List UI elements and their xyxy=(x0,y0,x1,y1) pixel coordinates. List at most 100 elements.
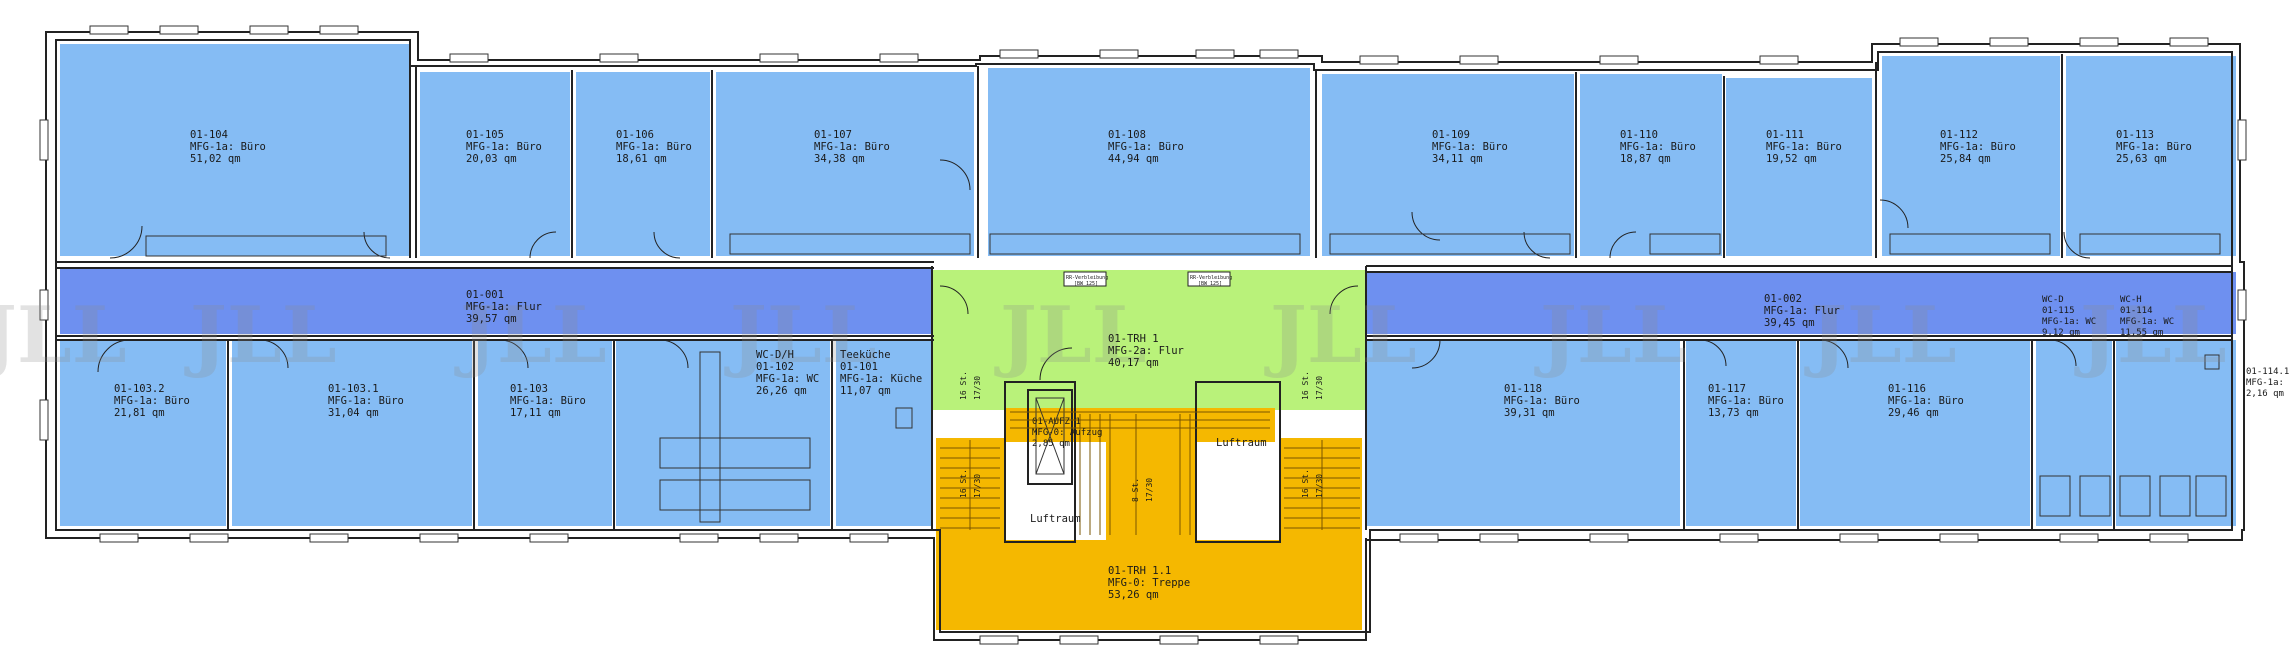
label-01-118: 01-118 MFG-1a: Büro 39,31 qm xyxy=(1504,383,1580,419)
landing-01-trh1-name: 01-TRH 1 xyxy=(1108,333,1159,345)
room-01-112-fill[interactable] xyxy=(1882,56,2060,256)
corridor-01-002-use: MFG-1a: Flur xyxy=(1764,305,1840,317)
room-01-114-1-name: 01-114.1 xyxy=(2246,367,2289,377)
room-01-111-fill[interactable] xyxy=(1726,78,1872,256)
label-01-115: WC-D 01-115 MFG-1a: WC 9,12 qm xyxy=(2042,295,2096,338)
room-01-103-2-fill[interactable] xyxy=(60,340,226,526)
room-01-108-fill[interactable] xyxy=(988,68,1310,256)
room-01-118-fill[interactable] xyxy=(1366,340,1680,526)
room-01-103-2-name: 01-103.2 xyxy=(114,383,165,395)
room-01-106-fill[interactable] xyxy=(576,72,710,256)
room-01-111-area: 19,52 qm xyxy=(1766,153,1817,165)
label-01-113: 01-113 MFG-1a: Büro 25,63 qm xyxy=(2116,129,2192,165)
room-01-101-title: Teeküche xyxy=(840,349,891,361)
label-01-107: 01-107 MFG-1a: Büro 34,38 qm xyxy=(814,129,890,165)
room-01-104-area: 51,02 qm xyxy=(190,153,241,165)
elevator-01-aufz1-use: MFG-0: Aufzug xyxy=(1032,428,1102,438)
windows xyxy=(39,25,2247,645)
room-01-102-use: MFG-1a: WC xyxy=(756,373,819,385)
room-01-116-fill[interactable] xyxy=(1800,340,2030,526)
luftraum-left: Luftraum xyxy=(1030,513,1081,525)
room-01-106-area: 18,61 qm xyxy=(616,153,667,165)
stair-mid-count: 8 St. xyxy=(1131,478,1140,502)
fixtures xyxy=(145,233,2227,523)
room-01-115-area: 9,12 qm xyxy=(2042,328,2080,338)
watermark-text-8: JLL xyxy=(1804,290,1957,381)
label-01-aufz1: 01-AUFZ 1 MFG-0: Aufzug 2,85 qm xyxy=(1032,417,1102,449)
label-01-101: Teeküche 01-101 MFG-1a: Küche 11,07 qm xyxy=(840,349,922,397)
landing-01-trh1-use: MFG-2a: Flur xyxy=(1108,345,1184,357)
label-01-002: 01-002 MFG-1a: Flur 39,45 qm xyxy=(1764,293,1840,329)
room-01-118-name: 01-118 xyxy=(1504,383,1542,395)
room-01-104-fill[interactable] xyxy=(60,44,410,256)
stair-left-rise-a: 17/30 xyxy=(973,376,982,400)
room-01-117-fill[interactable] xyxy=(1686,340,1796,526)
room-01-105-use: MFG-1a: Büro xyxy=(466,141,542,153)
room-01-107-use: MFG-1a: Büro xyxy=(814,141,890,153)
room-01-105-area: 20,03 qm xyxy=(466,153,517,165)
room-01-115-use: MFG-1a: WC xyxy=(2042,317,2096,327)
room-01-103-1-fill[interactable] xyxy=(232,340,472,526)
label-01-001: 01-001 MFG-1a: Flur 39,57 qm xyxy=(466,289,542,325)
label-01-trh1: 01-TRH 1 MFG-2a: Flur 40,17 qm xyxy=(1108,333,1184,369)
stair-01-trh11-fill[interactable] xyxy=(936,408,1362,630)
watermark-text-2: JLL xyxy=(184,290,337,381)
label-01-114-1: 01-114.1 MFG-1a: 2,16 qm xyxy=(2246,367,2289,399)
label-01-105: 01-105 MFG-1a: Büro 20,03 qm xyxy=(466,129,542,165)
room-01-106-use: MFG-1a: Büro xyxy=(616,141,692,153)
label-01-trh11: 01-TRH 1.1 MFG-0: Treppe 53,26 qm xyxy=(1108,565,1190,601)
room-01-105-fill[interactable] xyxy=(420,72,570,256)
stair-mid-treads xyxy=(1079,414,1191,535)
label-01-106: 01-106 MFG-1a: Büro 18,61 qm xyxy=(616,129,692,165)
room-01-107-name: 01-107 xyxy=(814,129,852,141)
room-01-107-fill[interactable] xyxy=(716,72,974,256)
room-01-103-name: 01-103 xyxy=(510,383,548,395)
stair-mid-rise: 17/30 xyxy=(1145,478,1154,502)
label-01-109: 01-109 MFG-1a: Büro 34,11 qm xyxy=(1432,129,1508,165)
room-01-101-fill[interactable] xyxy=(836,340,932,526)
label-01-110: 01-110 MFG-1a: Büro 18,87 qm xyxy=(1620,129,1696,165)
stair-right-rise-b: 17/30 xyxy=(1315,474,1324,498)
watermark: JLL JLL JLL JLL JLL JLL JLL JLL JLL xyxy=(0,290,2227,381)
room-01-117-name: 01-117 xyxy=(1708,383,1746,395)
stair-01-trh11-name: 01-TRH 1.1 xyxy=(1108,565,1171,577)
corridor-01-002-name: 01-002 xyxy=(1764,293,1802,305)
room-01-114-fill[interactable] xyxy=(2116,340,2236,526)
watermark-text-3: JLL xyxy=(454,290,607,381)
elevator-01-aufz1-name: 01-AUFZ 1 xyxy=(1032,417,1081,427)
stair-left-count-b: 16 St. xyxy=(959,469,968,498)
room-01-101-area: 11,07 qm xyxy=(840,385,891,397)
corridor-01-002-fill[interactable] xyxy=(1366,272,2236,334)
room-01-114-name: 01-114 xyxy=(2120,306,2153,316)
room-01-117-use: MFG-1a: Büro xyxy=(1708,395,1784,407)
watermark-text-5: JLL xyxy=(994,290,1147,381)
label-01-102: WC-D/H 01-102 MFG-1a: WC 26,26 qm xyxy=(756,349,819,397)
room-01-102-fill[interactable] xyxy=(616,340,830,526)
watermark-text-1: JLL xyxy=(0,290,127,381)
room-01-103-2-use: MFG-1a: Büro xyxy=(114,395,190,407)
stair-left-count-a: 16 St. xyxy=(959,371,968,400)
room-01-110-fill[interactable] xyxy=(1580,74,1722,256)
room-01-115-fill[interactable] xyxy=(2036,340,2112,526)
walls xyxy=(45,31,2245,641)
stair-right-treads xyxy=(1284,440,1360,530)
stair-01-trh11-use: MFG-0: Treppe xyxy=(1108,577,1190,589)
label-01-116: 01-116 MFG-1a: Büro 29,46 qm xyxy=(1888,383,1964,419)
corridor-01-001-fill[interactable] xyxy=(60,268,932,334)
stair-01-trh11-area: 53,26 qm xyxy=(1108,589,1159,601)
room-01-113-fill[interactable] xyxy=(2066,56,2236,256)
stair-annotations: 16 St. 17/30 16 St. 17/30 8 St. 17/30 16… xyxy=(959,371,1324,502)
luftraum-right: Luftraum xyxy=(1216,437,1267,449)
watermark-text-7: JLL xyxy=(1534,290,1687,381)
room-01-116-use: MFG-1a: Büro xyxy=(1888,395,1964,407)
room-01-108-use: MFG-1a: Büro xyxy=(1108,141,1184,153)
room-01-109-fill[interactable] xyxy=(1322,74,1574,256)
room-01-102-area: 26,26 qm xyxy=(756,385,807,397)
room-01-112-use: MFG-1a: Büro xyxy=(1940,141,2016,153)
room-01-103-fill[interactable] xyxy=(478,340,612,526)
room-01-103-2-area: 21,81 qm xyxy=(114,407,165,419)
room-01-108-area: 44,94 qm xyxy=(1108,153,1159,165)
room-01-110-area: 18,87 qm xyxy=(1620,153,1671,165)
room-01-109-use: MFG-1a: Büro xyxy=(1432,141,1508,153)
